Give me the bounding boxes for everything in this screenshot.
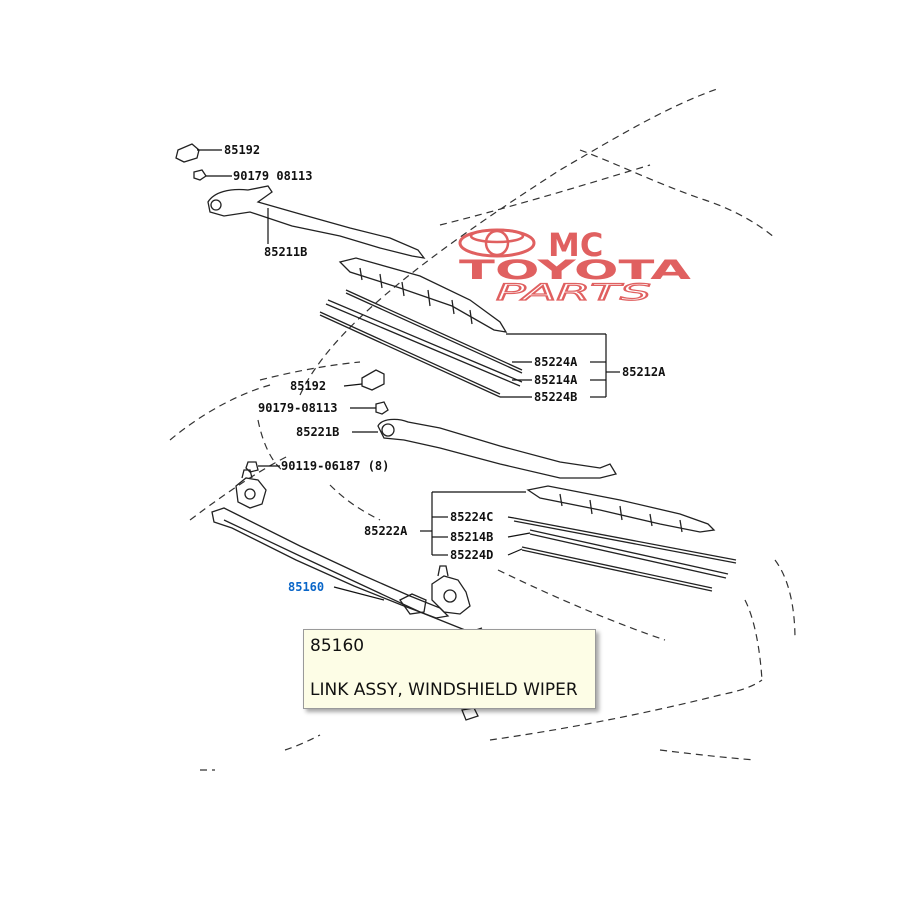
toyota-logo-icon bbox=[458, 228, 536, 258]
label-85214b[interactable]: 85214B bbox=[450, 530, 493, 544]
tooltip-part-number: 85160 bbox=[310, 636, 365, 656]
blade-rubber-85224a[interactable] bbox=[345, 289, 523, 374]
leaders-85222a bbox=[420, 491, 531, 556]
blade-rubber-85224d[interactable] bbox=[521, 546, 713, 592]
wiper-motor-stub bbox=[461, 707, 479, 721]
label-90179-mid[interactable]: 90179-08113 bbox=[258, 401, 337, 415]
wiper-arm-85211b[interactable] bbox=[207, 185, 426, 259]
bolt-90119[interactable] bbox=[245, 461, 280, 473]
cap-85192-top[interactable] bbox=[175, 143, 222, 163]
wiper-blade-85222a[interactable] bbox=[526, 485, 716, 533]
watermark-mc: MC bbox=[548, 226, 603, 264]
label-85192-mid[interactable]: 85192 bbox=[290, 379, 326, 393]
wiper-blade-85212a[interactable] bbox=[338, 257, 508, 333]
label-85224d[interactable]: 85224D bbox=[450, 548, 493, 562]
blade-rubber-85224c[interactable] bbox=[513, 517, 737, 564]
label-85192-top[interactable]: 85192 bbox=[224, 143, 260, 157]
watermark-parts: PARTS bbox=[496, 281, 651, 306]
label-85212a[interactable]: 85212A bbox=[622, 365, 666, 379]
label-85211b[interactable]: 85211B bbox=[264, 245, 307, 259]
label-85160[interactable]: 85160 bbox=[288, 580, 324, 594]
blade-rubber-85214b[interactable] bbox=[529, 529, 729, 579]
windshield-outline bbox=[169, 87, 796, 771]
part-tooltip: 85160 LINK ASSY, WINDSHIELD WIPER bbox=[303, 629, 596, 709]
watermark-toyota: TOYOTA bbox=[459, 255, 691, 286]
label-85214a[interactable]: 85214A bbox=[534, 373, 578, 387]
cap-85192-mid[interactable] bbox=[343, 369, 385, 391]
blade-rubber-85224b[interactable] bbox=[319, 311, 501, 398]
link-assy-85160[interactable] bbox=[211, 469, 483, 633]
label-85221b[interactable]: 85221B bbox=[296, 425, 339, 439]
label-85224b[interactable]: 85224B bbox=[534, 390, 577, 404]
nut-90179-top[interactable] bbox=[193, 169, 232, 181]
blade-rubber-85214a[interactable] bbox=[325, 299, 523, 387]
label-90119[interactable]: 90119-06187 (8) bbox=[281, 459, 389, 473]
wiper-arm-85221b[interactable] bbox=[352, 418, 618, 479]
label-90179-top[interactable]: 90179 08113 bbox=[233, 169, 312, 183]
tooltip-part-name: LINK ASSY, WINDSHIELD WIPER bbox=[310, 680, 578, 700]
leaders-85212a bbox=[500, 333, 620, 398]
label-85224a[interactable]: 85224A bbox=[534, 355, 578, 369]
nut-90179-mid[interactable] bbox=[350, 401, 389, 415]
label-85224c[interactable]: 85224C bbox=[450, 510, 493, 524]
label-85222a[interactable]: 85222A bbox=[364, 524, 408, 538]
